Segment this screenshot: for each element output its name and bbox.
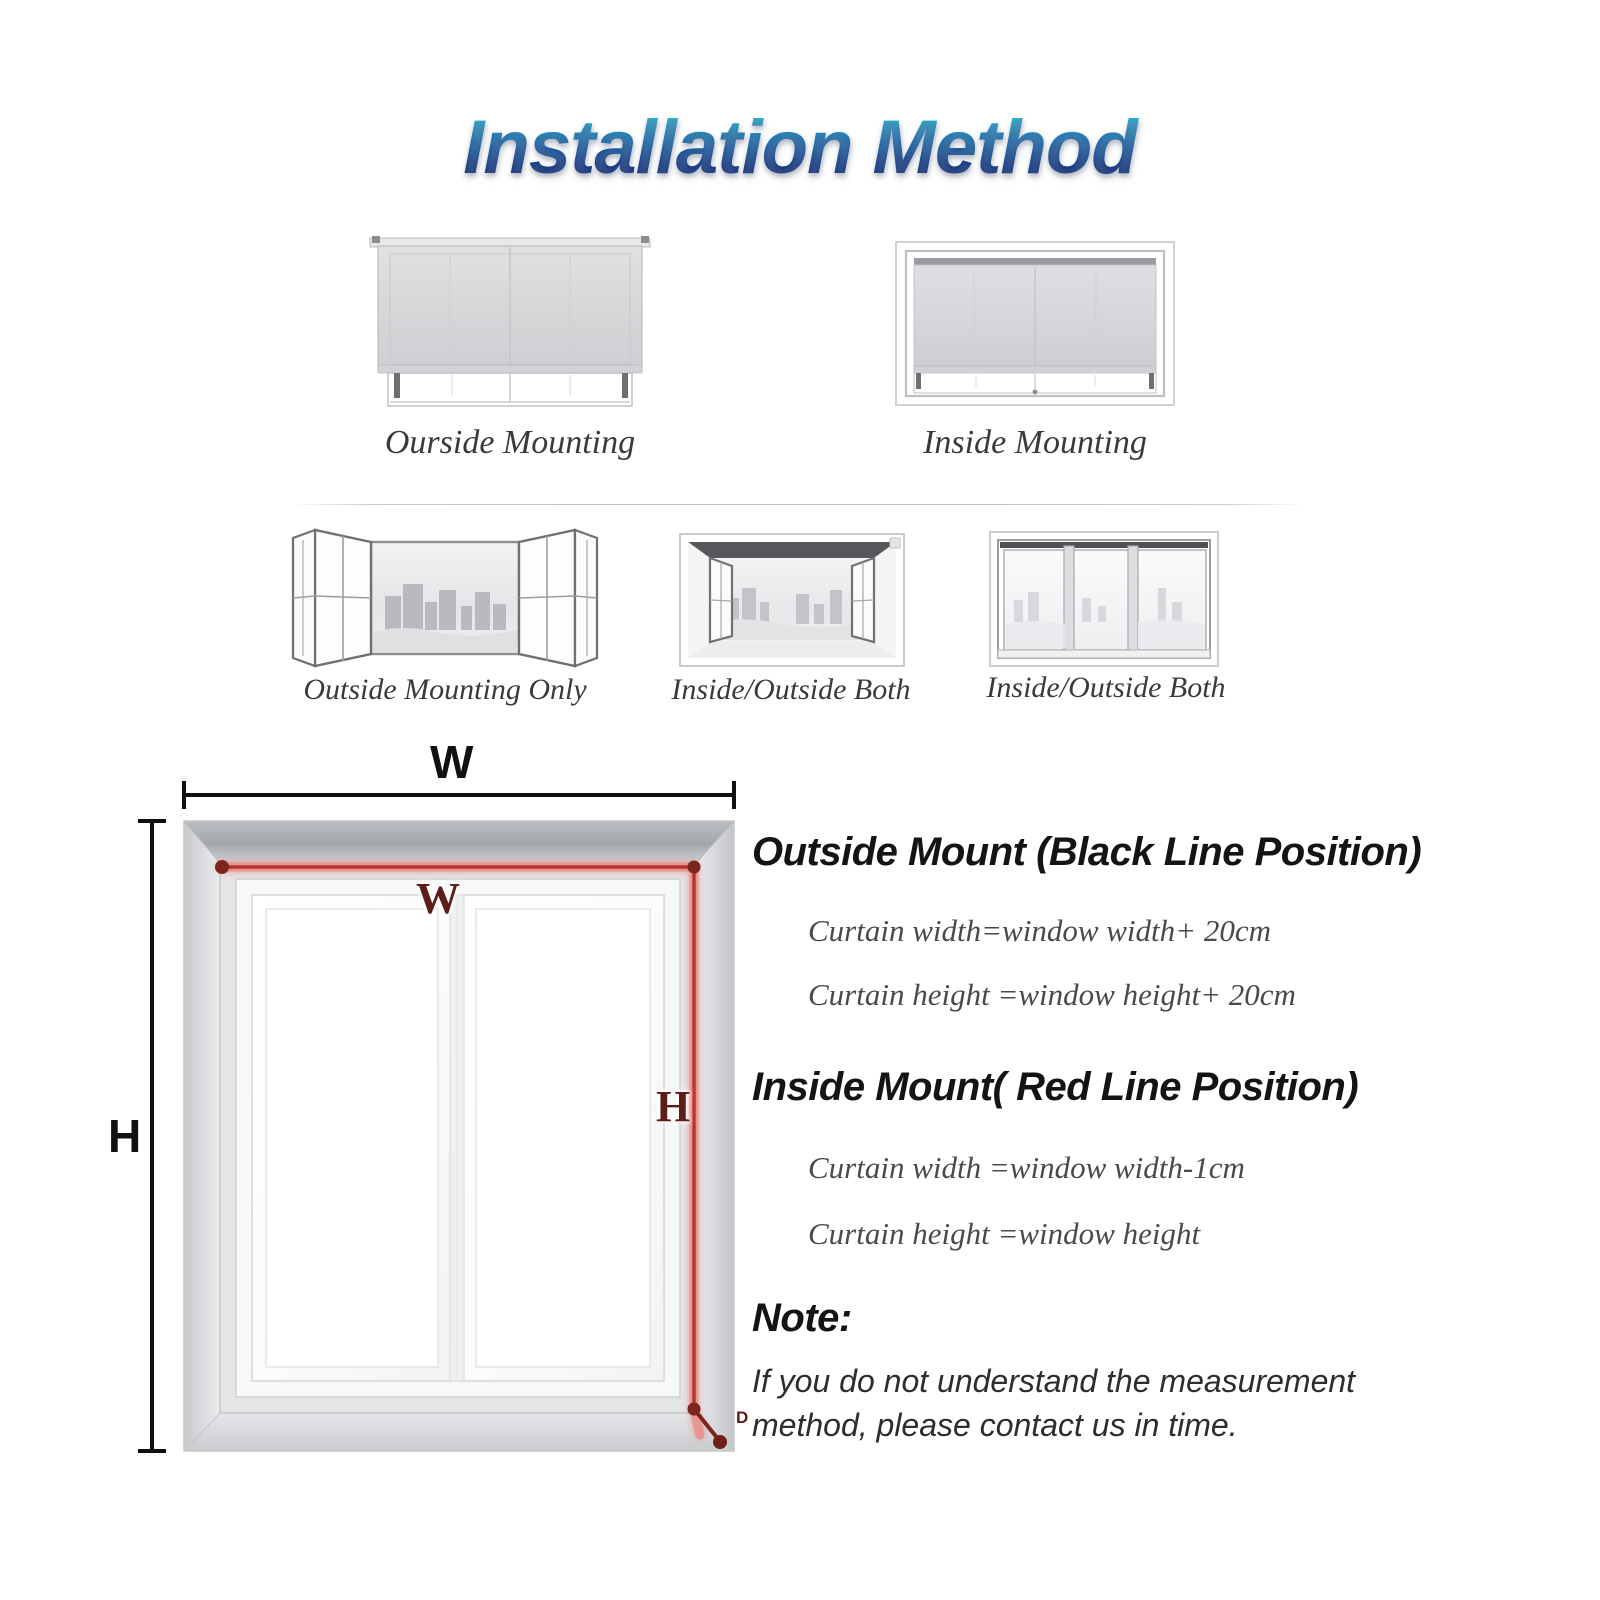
dimension-label-height-inner: H	[656, 1082, 691, 1131]
open-casement-window-illustration	[676, 530, 908, 670]
thumb-caption-inside-outside-both-2: Inside/Outside Both	[986, 671, 1226, 704]
dimension-label-height-outer: H	[108, 1110, 142, 1162]
thumb-caption-outside-mounting-only: Outside Mounting Only	[303, 673, 587, 706]
inside-mount-heading: Inside Mount( Red Line Position)	[752, 1065, 1359, 1109]
dimension-label-width-outer: W	[430, 736, 474, 788]
roller-blind-inside-mount-illustration	[890, 236, 1180, 411]
bay-casement-window-illustration	[285, 528, 605, 673]
page-title: Installation Method	[0, 104, 1600, 191]
sliding-window-illustration	[986, 528, 1222, 670]
inside-mount-line-1: Curtain width =window width-1cm	[808, 1150, 1245, 1185]
window-measurement-diagram: W H W H D	[100, 739, 780, 1485]
thumb-caption-inside-mounting: Inside Mounting	[923, 424, 1147, 461]
thumb-caption-outside-mounting: Ourside Mounting	[384, 424, 636, 461]
inside-mount-line-2: Curtain height =window height	[808, 1216, 1201, 1251]
note-heading: Note:	[752, 1296, 852, 1340]
section-divider	[290, 504, 1305, 505]
note-body: If you do not understand the measurement…	[752, 1363, 1356, 1444]
dimension-label-width-inner: W	[416, 874, 460, 923]
roller-blind-outside-mount-illustration	[360, 232, 660, 412]
outside-mount-heading: Outside Mount (Black Line Position)	[752, 830, 1422, 874]
outside-mount-line-2: Curtain height =window height+ 20cm	[808, 977, 1296, 1012]
thumb-caption-inside-outside-both-1: Inside/Outside Both	[671, 673, 911, 706]
instructions-panel: Outside Mount (Black Line Position) Curt…	[752, 830, 1552, 1447]
outside-mount-line-1: Curtain width=window width+ 20cm	[808, 913, 1271, 948]
corner-marker-label: D	[736, 1408, 749, 1427]
